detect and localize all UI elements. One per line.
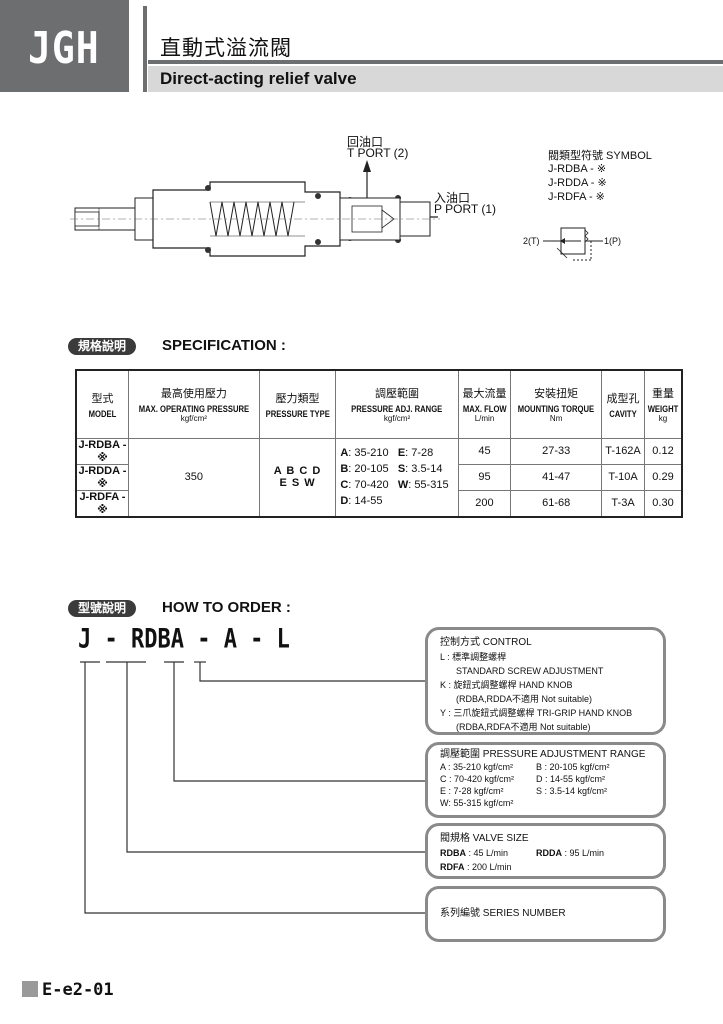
control-option-l-desc: STANDARD SCREW ADJUSTMENT bbox=[456, 666, 604, 676]
control-option-box: 控制方式 CONTROL L : 標準調整螺桿 STANDARD SCREW A… bbox=[425, 627, 666, 735]
range-option: B : 20-105 kgf/cm² bbox=[536, 762, 610, 772]
symbol-model-2: J-RDDA - ※ bbox=[548, 177, 607, 189]
range-option: S : 3.5-14 kgf/cm² bbox=[536, 786, 608, 796]
spec-title: SPECIFICATION : bbox=[162, 337, 286, 354]
pressure-range-cell: A: 35-210 E: 7-28 B: 20-105 S: 3.5-14 C:… bbox=[335, 437, 459, 517]
symbol-model-1: J-RDBA - ※ bbox=[548, 163, 607, 175]
control-option-y-note: (RDBA,RDFA不適用 Not suitable) bbox=[456, 722, 591, 732]
row-cavity: T-3A bbox=[601, 489, 645, 517]
page-title-cn: 直動式溢流閥 bbox=[160, 36, 292, 60]
size-option-box: 閥規格 VALVE SIZE RDBA : 45 L/min RDDA : 95… bbox=[425, 823, 666, 879]
p-port-label-cn: 入油口 bbox=[434, 191, 471, 205]
size-option-grid: RDBA : 45 L/min RDDA : 95 L/min RDFA : 2… bbox=[440, 846, 651, 874]
page-title-en: Direct-acting relief valve bbox=[160, 69, 357, 88]
relief-valve-symbol bbox=[543, 227, 603, 261]
symbol-right-port: 1(P) bbox=[604, 236, 622, 246]
series-heading: 系列編號 SERIES NUMBER bbox=[440, 908, 566, 919]
order-title: HOW TO ORDER : bbox=[162, 599, 291, 616]
p-port-label-en: P PORT (1) bbox=[434, 202, 497, 216]
table-row: J-RDDA - ※ 95 41-47 T-10A 0.29 bbox=[75, 463, 683, 491]
range-option-grid: A : 35-210 kgf/cm² B : 20-105 kgf/cm² C … bbox=[440, 761, 651, 809]
row-model: J-RDDA - ※ bbox=[75, 463, 129, 491]
table-row: J-RDFA - ※ 200 61-68 T-3A 0.30 bbox=[75, 489, 683, 517]
logo-block: JGH bbox=[0, 0, 129, 92]
range-line: D: 14-55 bbox=[340, 495, 383, 507]
title-rule bbox=[148, 60, 723, 64]
range-option: D : 14-55 kgf/cm² bbox=[536, 774, 606, 784]
symbol-title: 閥類型符號 SYMBOL bbox=[548, 150, 652, 162]
order-code: J - RDBA - A - L bbox=[78, 624, 290, 655]
range-option: A : 35-210 kgf/cm² bbox=[440, 762, 514, 772]
symbol-left-port: 2(T) bbox=[523, 236, 540, 246]
pressure-types-line-2: E S W bbox=[279, 477, 316, 489]
control-option-y: Y : 三爪旋鈕式調整螺桿 TRI-GRIP HAND KNOB bbox=[440, 708, 633, 718]
control-option-k: K : 旋鈕式調整螺桿 HAND KNOB bbox=[440, 680, 573, 690]
symbol-model-3: J-RDFA - ※ bbox=[548, 191, 605, 203]
range-option-box: 調壓範圍 PRESSURE ADJUSTMENT RANGE A : 35-21… bbox=[425, 742, 666, 818]
row-weight: 0.29 bbox=[644, 463, 683, 491]
range-line: B: 20-105 S: 3.5-14 bbox=[340, 463, 443, 475]
row-torque: 61-68 bbox=[510, 489, 603, 517]
range-option: C : 70-420 kgf/cm² bbox=[440, 774, 515, 784]
page-number: E-e2-01 bbox=[22, 980, 114, 1000]
range-option: W: 55-315 kgf/cm² bbox=[440, 798, 514, 808]
size-option-rdfa: RDFA : 200 L/min bbox=[440, 862, 512, 872]
control-option-k-note: (RDBA,RDDA不適用 Not suitable) bbox=[456, 694, 593, 704]
row-model: J-RDFA - ※ bbox=[75, 489, 129, 517]
pressure-type-cell: A B C D E S W bbox=[258, 437, 337, 517]
range-option: E : 7-28 kgf/cm² bbox=[440, 786, 504, 796]
pressure-types-line-1: A B C D bbox=[273, 465, 322, 477]
t-port-label-en: T PORT (2) bbox=[347, 146, 409, 160]
row-torque: 41-47 bbox=[510, 463, 603, 491]
header-divider bbox=[143, 6, 147, 92]
t-port-label-cn: 回油口 bbox=[347, 135, 384, 149]
range-heading: 調壓範圍 PRESSURE ADJUSTMENT RANGE bbox=[440, 749, 646, 760]
range-line: C: 70-420 W: 55-315 bbox=[340, 479, 449, 491]
order-badge: 型號說明 bbox=[68, 600, 137, 617]
control-option-l: L : 標準調整螺桿 bbox=[440, 652, 507, 662]
size-option-rdba: RDBA : 45 L/min bbox=[440, 848, 509, 858]
range-line: A: 35-210 E: 7-28 bbox=[340, 447, 434, 459]
spec-badge: 規格說明 bbox=[68, 338, 137, 355]
subtitle-band bbox=[148, 66, 723, 92]
valve-cross-section-drawing bbox=[70, 160, 440, 257]
max-pressure-cell: 350 bbox=[127, 437, 260, 517]
page-marker bbox=[22, 981, 38, 997]
control-heading: 控制方式 CONTROL bbox=[440, 637, 532, 648]
size-heading: 閥規格 VALVE SIZE bbox=[440, 833, 529, 844]
company-logo: JGH bbox=[28, 22, 100, 74]
row-cavity: T-10A bbox=[601, 463, 645, 491]
row-weight: 0.12 bbox=[644, 437, 683, 465]
size-option-rdda: RDDA : 95 L/min bbox=[536, 848, 605, 858]
row-weight: 0.30 bbox=[644, 489, 683, 517]
series-option-box: 系列編號 SERIES NUMBER bbox=[425, 886, 666, 942]
